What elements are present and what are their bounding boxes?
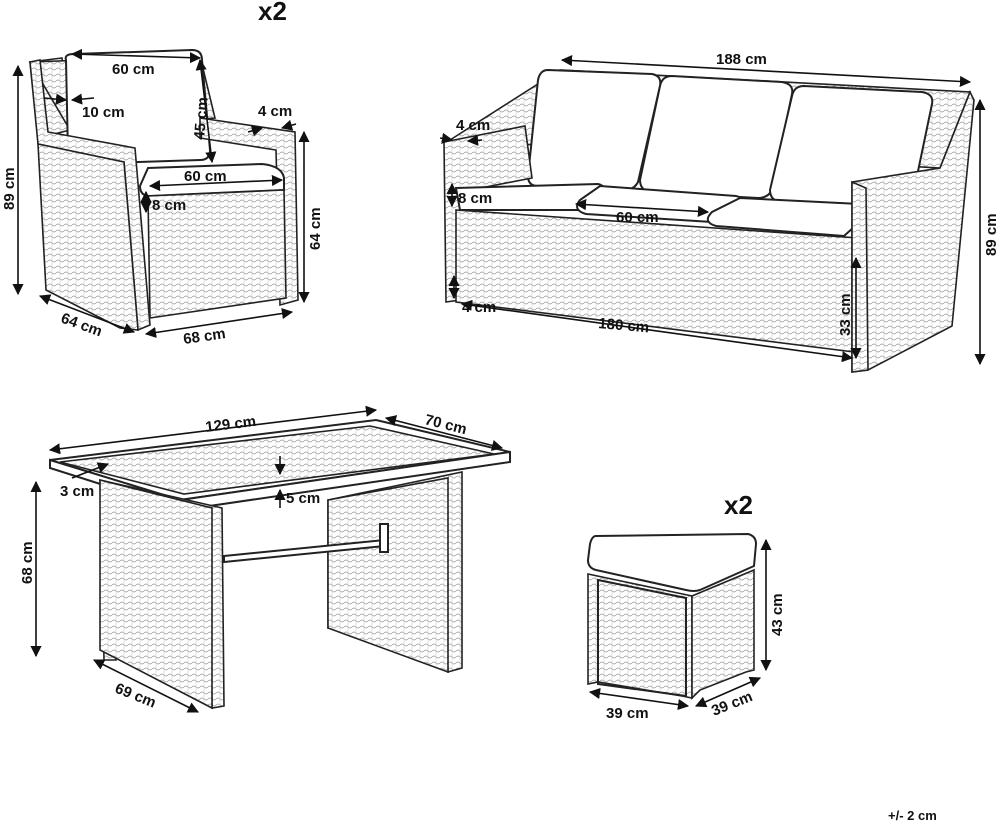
chair-width-line bbox=[144, 307, 294, 339]
sofa-seat-width-line bbox=[574, 199, 710, 217]
chair-seat-width-label: 60 cm bbox=[184, 168, 227, 185]
sofa-drawing bbox=[443, 68, 975, 373]
sofa-total-width-label: 188 cm bbox=[716, 51, 767, 68]
table-depth-label: 69 cm bbox=[113, 680, 159, 712]
table-length-line bbox=[48, 405, 378, 455]
sofa-total-height-label: 89 cm bbox=[983, 213, 1000, 256]
stool-width-line bbox=[588, 687, 690, 711]
chair-seat-width-line bbox=[148, 174, 284, 192]
table-top-edge-label: 3 cm bbox=[60, 483, 94, 500]
chair-total-height-label: 89 cm bbox=[1, 167, 18, 210]
sofa-seat-width-label: 60 cm bbox=[616, 209, 659, 226]
chair-width-label: 68 cm bbox=[182, 325, 226, 348]
table-height-label: 68 cm bbox=[19, 541, 36, 584]
stool-quantity-label: x2 bbox=[724, 490, 753, 520]
sofa-base-width-label: 180 cm bbox=[598, 315, 650, 336]
chair-quantity-label: x2 bbox=[258, 0, 287, 26]
table-length-label: 129 cm bbox=[204, 413, 257, 436]
chair-cushion-width-label: 60 cm bbox=[112, 61, 155, 78]
chair-seat-thickness-label: 8 cm bbox=[152, 197, 186, 214]
chair-back-height-line bbox=[195, 58, 217, 164]
sofa-base-width-line bbox=[460, 299, 854, 363]
chair-seat-height-label: 64 cm bbox=[307, 207, 324, 250]
table-top-thickness-label: 5 cm bbox=[286, 490, 320, 507]
chair-arm-width-label: 4 cm bbox=[258, 103, 292, 120]
sofa-dimensions: 188 cm 4 cm 8 cm 60 cm 4 cm 180 cm 33 cm… bbox=[439, 51, 1000, 366]
table-depth-line bbox=[92, 659, 200, 713]
table-drawing bbox=[49, 418, 511, 710]
armchair-drawing bbox=[28, 48, 299, 332]
stool-depth-label: 39 cm bbox=[709, 688, 755, 720]
chair-cushion-width-line bbox=[70, 48, 202, 64]
chair-back-height-label: 45 cm bbox=[191, 96, 212, 140]
chair-arm-gap-label: 10 cm bbox=[82, 104, 125, 121]
sofa-total-width-line bbox=[560, 54, 972, 88]
chair-depth-line bbox=[38, 294, 136, 334]
tolerance-note: +/- 2 cm bbox=[888, 808, 937, 823]
armchair-dimensions: 60 cm 10 cm 45 cm 4 cm 60 cm 8 cm 89 cm … bbox=[1, 48, 324, 348]
stool-height-label: 43 cm bbox=[769, 593, 786, 636]
sofa-seat-height-label: 33 cm bbox=[837, 293, 854, 336]
stool-width-label: 39 cm bbox=[606, 705, 649, 722]
sofa-arm-width-label: 4 cm bbox=[456, 117, 490, 134]
sofa-seat-thickness-label: 8 cm bbox=[458, 190, 492, 207]
stool-drawing bbox=[586, 532, 758, 700]
stool-depth-line bbox=[694, 676, 762, 708]
table-width-line bbox=[384, 415, 504, 451]
